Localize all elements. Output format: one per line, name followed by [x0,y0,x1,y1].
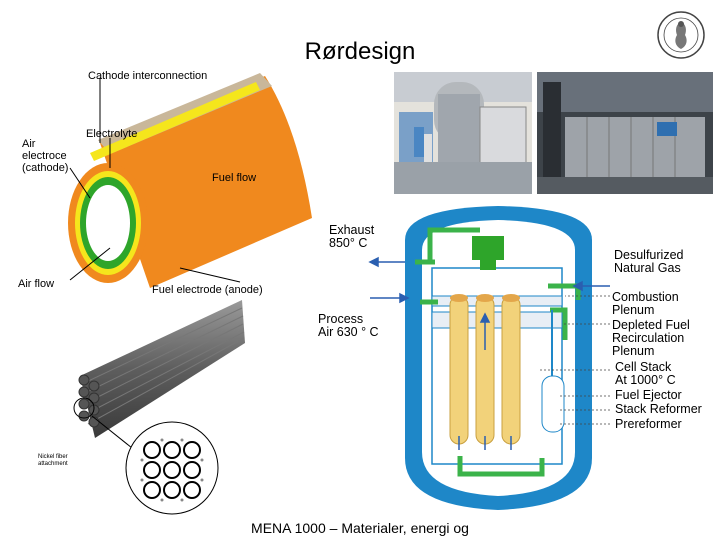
tubular-cell-diagram [68,73,312,288]
photo-power-plant [537,72,713,194]
flow-arrows [368,256,610,450]
label-cell-stack: Cell Stack At 1000° C [615,360,676,387]
label-exhaust: Exhaust 850° C [329,223,375,250]
label-cathode-interconnection: Cathode interconnection [88,70,208,82]
label-fuel-flow: Fuel flow [212,172,257,184]
label-fuel-electrode: Fuel electrode (anode) [152,284,263,296]
label-process-air: Process Air 630 ° C [318,312,379,339]
label-bundle-attachment: Nickel fiber attachment [38,454,68,467]
label-prereformer: Prereformer [615,417,682,431]
slide-footer: MENA 1000 – Materialer, energi og [251,520,469,536]
university-seal-logo [657,11,705,59]
electrolyte-strip [90,82,260,161]
top-manifold [472,236,504,260]
label-electrolyte: Electrolyte [86,128,138,140]
label-combustion-plenum: Combustion Plenum [612,290,679,317]
label-stack-reformer: Stack Reformer [615,402,702,416]
slide-title: Rørdesign [304,38,416,65]
label-fuel-ejector: Fuel Ejector [615,388,682,402]
tube-bundle-illustration [73,300,245,515]
generator-cross-section-diagram [368,206,610,510]
air-channel [86,185,130,261]
photo-generator-installation [394,72,532,194]
label-desulfurized-natural-gas: Desulfurized Natural Gas [614,248,684,275]
label-air-electrode: Air electroce (cathode) [22,138,69,174]
label-air-flow: Air flow [18,278,55,290]
label-depleted-fuel-recirculation-plenum: Depleted Fuel Recirculation Plenum [612,318,690,358]
